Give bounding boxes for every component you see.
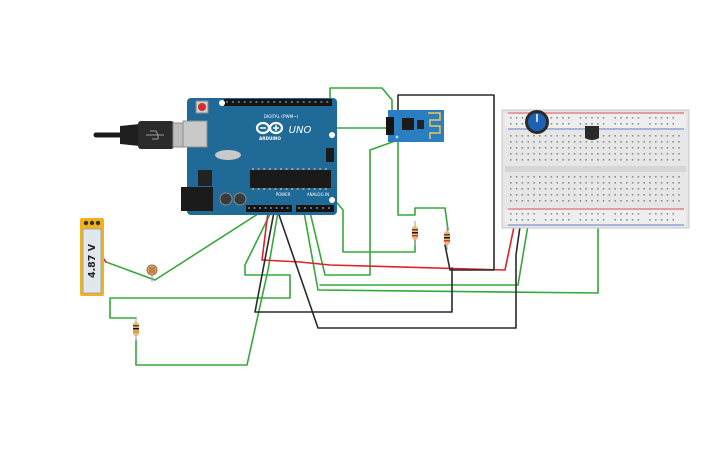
mount-hole-1	[219, 100, 225, 106]
power-header	[246, 205, 292, 212]
usb-connector-icon	[146, 130, 164, 140]
esp-chip	[402, 118, 414, 130]
digital-header-pins	[226, 101, 329, 103]
photoresistor[interactable]	[146, 264, 158, 282]
digital-label: DIGITAL (PWM~)	[264, 114, 299, 119]
wire-green-analog-to-breadboard[interactable]	[303, 164, 599, 294]
breadboard-bottom-rail	[505, 210, 686, 224]
capacitor-1	[219, 192, 233, 206]
digital-header	[224, 99, 332, 106]
crystal-oscillator	[215, 150, 241, 160]
multimeter-probe-2[interactable]	[89, 220, 95, 226]
analog-label: ANALOG IN	[307, 192, 329, 197]
analog-header	[296, 205, 334, 212]
wire-black-gnd-loop[interactable]	[254, 211, 453, 313]
esp-led	[395, 135, 399, 139]
esp-flash	[417, 120, 424, 129]
wire-green-resistor-bottom[interactable]	[135, 211, 279, 366]
wire-green-ldr-to-multimeter[interactable]	[105, 261, 156, 281]
multimeter-reading: 4.87 V	[87, 243, 98, 278]
usb-cable-boot	[120, 124, 140, 146]
bottom-header-pins	[248, 207, 330, 209]
breadboard[interactable]	[501, 109, 690, 229]
esp8266-wifi-module[interactable]	[386, 110, 444, 142]
esp-header	[386, 117, 394, 135]
arduino-usb-port	[182, 120, 208, 148]
wire-green-analog-to-bb2[interactable]	[309, 139, 399, 276]
potentiometer[interactable]	[525, 110, 549, 134]
wire-green-arduino-right-loop[interactable]	[332, 197, 416, 253]
temperature-sensor[interactable]	[585, 126, 599, 140]
multimeter-screen	[82, 228, 102, 294]
arduino-uno-board[interactable]: DIGITAL (PWM~) ARDUINO UNO POWER ANALOG …	[181, 98, 337, 215]
icsp-header	[326, 148, 334, 162]
arduino-model-text: UNO	[289, 125, 312, 136]
wire-black-esp-loop[interactable]	[397, 94, 495, 271]
esp-antenna	[428, 112, 441, 139]
resistor-3[interactable]	[133, 317, 139, 341]
arduino-power-jack	[181, 187, 213, 211]
multimeter-probe-3[interactable]	[95, 220, 101, 226]
reset-button-cap	[198, 103, 206, 111]
mount-hole-3	[329, 197, 335, 203]
breadboard-holes	[510, 117, 680, 221]
usb-cable	[93, 121, 190, 149]
wire-green-esp-to-resistor[interactable]	[397, 139, 449, 231]
arduino-infinity-logo	[255, 121, 284, 135]
multimeter-probe-1[interactable]	[83, 220, 89, 226]
wire-green-power-loop[interactable]	[109, 209, 291, 319]
atmega-chip-pins	[252, 168, 327, 190]
power-label: POWER	[276, 192, 291, 197]
resistor-1[interactable]	[412, 221, 418, 245]
arduino-brand-text: ARDUINO	[259, 136, 281, 141]
resistor-2[interactable]	[444, 226, 450, 250]
mount-hole-2	[329, 132, 335, 138]
breadboard-center-channel	[505, 166, 686, 172]
wire-green-power-to-ldr[interactable]	[154, 209, 265, 281]
wire-red-5v-to-breadboard[interactable]	[261, 211, 516, 271]
capacitor-2	[233, 192, 247, 206]
regulator	[198, 170, 212, 186]
breadboard-top-rail	[505, 114, 686, 128]
atmega-chip	[250, 170, 331, 188]
multimeter[interactable]: 4.87 V	[80, 218, 104, 296]
